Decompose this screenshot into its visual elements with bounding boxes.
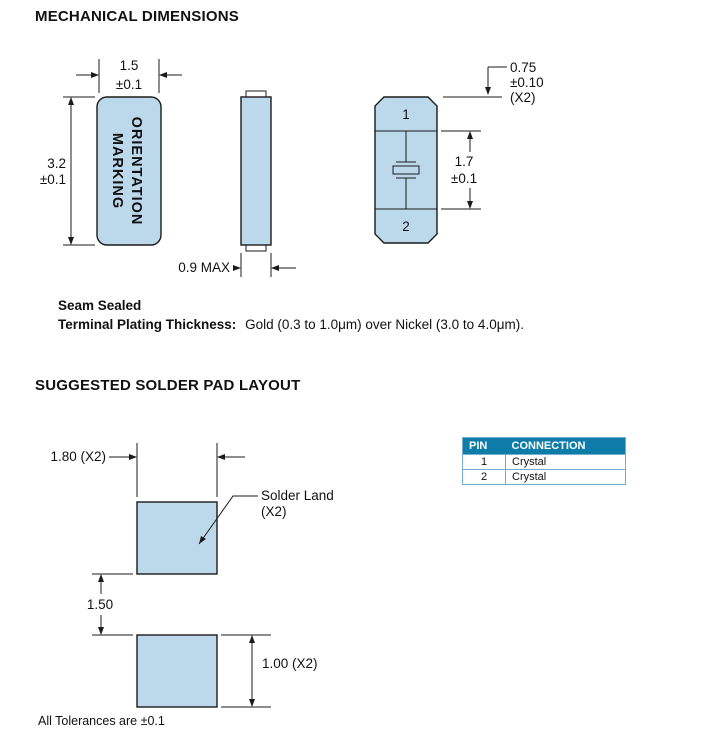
terminal-pad-height-dimension: 0.75 ±0.10 (X2)	[443, 60, 544, 105]
pin-1-connection-cell: Crystal	[505, 454, 626, 470]
terminal-pad-height-qty: (X2)	[510, 90, 536, 105]
plating-text: Gold (0.3 to 1.0μm) over Nickel (3.0 to …	[245, 317, 524, 332]
side-view-bottom-tab	[245, 244, 267, 252]
plating-note: Terminal Plating Thickness: Gold (0.3 to…	[58, 316, 524, 333]
pad-gap-dimension: 1.50	[87, 573, 133, 636]
front-height-tolerance: ±0.1	[40, 172, 66, 187]
solder-pad-layout-drawing: 1.80 (X2) Solder Land (X2) 1.50	[50, 443, 334, 708]
connection-column-header: CONNECTION	[505, 437, 626, 455]
inner-dimension: 1.7 ±0.1	[441, 130, 481, 210]
tolerance-note: All Tolerances are ±0.1	[38, 714, 165, 728]
table-row: 2 Crystal	[462, 469, 626, 485]
table-row: 1 Crystal	[462, 454, 626, 470]
side-view-top-tab	[245, 90, 267, 98]
plating-label: Terminal Plating Thickness:	[58, 317, 237, 332]
solder-pad-top	[136, 501, 218, 575]
mechanical-dimensions-heading: MECHANICAL DIMENSIONS	[35, 8, 239, 25]
notes-section: Seam Sealed Terminal Plating Thickness: …	[58, 297, 524, 333]
pad-height-value: 1.00 (X2)	[262, 656, 318, 671]
terminal-pad-height-value: 0.75	[510, 60, 536, 75]
front-height-value: 3.2	[47, 156, 66, 171]
pin-2-cell: 2	[462, 469, 506, 485]
side-view-body	[240, 96, 272, 246]
side-thickness-dimension: 0.9 MAX	[178, 253, 296, 277]
side-view-drawing	[240, 90, 272, 252]
pin-connection-table: PIN CONNECTION 1 Crystal 2 Crystal	[462, 437, 626, 485]
front-view-drawing: MARKING ORIENTATION	[96, 96, 162, 246]
pin-column-header: PIN	[462, 437, 506, 455]
pad-gap-value: 1.50	[87, 597, 113, 612]
terminal-pad-height-tolerance: ±0.10	[510, 75, 544, 90]
pin-1-cell: 1	[462, 454, 506, 470]
marking-orientation-text-line2: ORIENTATION	[128, 117, 144, 226]
solder-pad-bottom	[136, 634, 218, 708]
front-width-tolerance: ±0.1	[116, 77, 142, 92]
front-width-value: 1.5	[120, 58, 139, 73]
front-width-dimension: 1.5 ±0.1	[76, 58, 182, 93]
pad-width-value: 1.80 (X2)	[50, 449, 106, 464]
pad-width-dimension: 1.80 (X2)	[50, 443, 245, 497]
front-height-dimension: 3.2 ±0.1	[40, 96, 95, 246]
solder-land-label-line2: (X2)	[261, 504, 287, 519]
inner-dimension-value: 1.7	[455, 154, 474, 169]
solder-pad-layout-heading: SUGGESTED SOLDER PAD LAYOUT	[35, 377, 301, 394]
pad2-label: 2	[402, 219, 410, 234]
inner-dimension-tolerance: ±0.1	[451, 171, 477, 186]
front-view-body	[96, 96, 162, 246]
bottom-pad-height-dimension: 1.00 (X2)	[221, 634, 318, 708]
seam-sealed-note: Seam Sealed	[58, 298, 142, 313]
pad1-label: 1	[402, 107, 410, 122]
back-view-body	[374, 96, 438, 244]
back-view-drawing: 1 2	[374, 96, 438, 244]
side-thickness-value: 0.9 MAX	[178, 260, 230, 275]
crystal-symbol	[392, 131, 420, 209]
marking-orientation-text-line1: MARKING	[109, 133, 125, 209]
solder-land-callout: Solder Land (X2)	[198, 488, 334, 545]
solder-land-label-line1: Solder Land	[261, 488, 334, 503]
pin-2-connection-cell: Crystal	[505, 469, 626, 485]
table-header-row: PIN CONNECTION	[462, 437, 626, 455]
